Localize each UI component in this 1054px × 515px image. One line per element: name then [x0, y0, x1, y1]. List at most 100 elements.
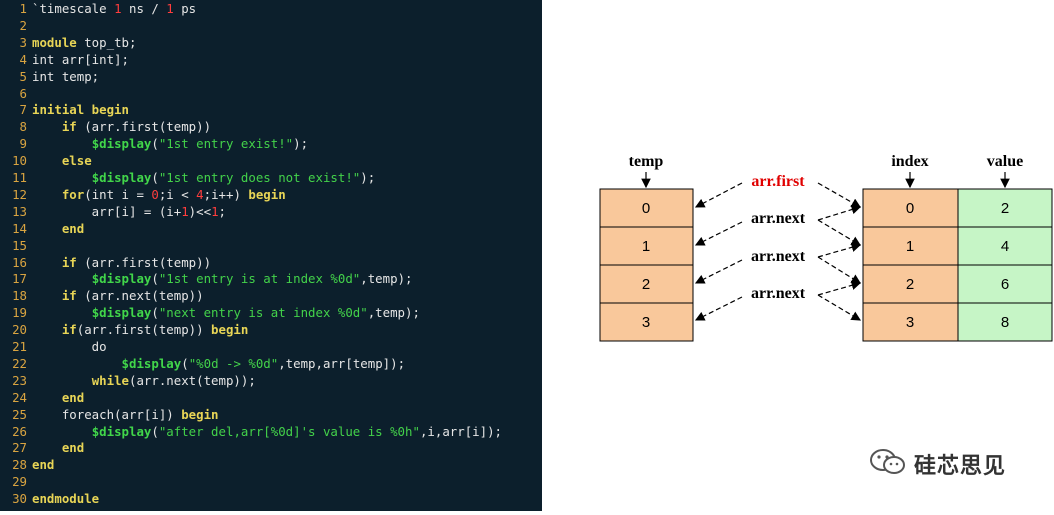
code-line[interactable]: 14 end: [0, 220, 542, 237]
code-line[interactable]: 18 if (arr.next(temp)): [0, 287, 542, 304]
code-text: int arr[int];: [32, 51, 129, 67]
value-cell-label: 6: [1001, 276, 1009, 293]
code-text: if(arr.first(temp)) begin: [61, 322, 249, 338]
line-number: 3: [19, 34, 27, 50]
code-line[interactable]: 3 module top_tb;: [0, 34, 542, 51]
temp-header: temp: [629, 153, 664, 170]
watermark-text: 硅芯思见: [914, 454, 1007, 479]
code-line[interactable]: 22 $display("%0d -> %0d",temp,arr[temp])…: [0, 355, 542, 372]
line-number: 27: [12, 440, 27, 456]
pointer-label-next: arr.next: [751, 248, 806, 265]
index-cell-label: 3: [906, 314, 914, 331]
pointer-arrow-to-temp: [694, 221, 743, 246]
value-cell-label: 8: [1001, 314, 1009, 331]
index-cell-label: 0: [906, 200, 914, 217]
line-number: 13: [12, 203, 27, 219]
line-number: 17: [12, 271, 27, 287]
pointer-arrow-to-index: [817, 219, 862, 246]
pointer-arrow-to-temp: [694, 182, 743, 208]
code-text: end: [61, 220, 85, 236]
code-line[interactable]: 10 else: [0, 152, 542, 169]
code-line[interactable]: 4 int arr[int];: [0, 51, 542, 68]
pointer-arrow-to-temp: [694, 296, 743, 321]
line-number: 2: [19, 17, 27, 33]
line-number: 25: [12, 406, 27, 422]
code-text: arr[i] = (i+1)<<1;: [32, 203, 226, 219]
code-text: module top_tb;: [32, 34, 137, 50]
code-text: else: [61, 153, 92, 169]
code-line[interactable]: 29: [0, 473, 542, 490]
temp-cell: [599, 188, 694, 228]
code-text: $display("1st entry exist!");: [91, 136, 309, 152]
value-cell: [957, 226, 1053, 266]
pointer-arrow-to-index: [817, 204, 862, 221]
code-text: initial begin: [32, 102, 129, 118]
line-number: 14: [12, 220, 27, 236]
temp-cell: [599, 226, 694, 266]
code-text: $display("1st entry is at index %0d",tem…: [91, 271, 413, 287]
code-line[interactable]: 30 endmodule: [0, 490, 542, 507]
line-number: 21: [12, 339, 27, 354]
code-line[interactable]: 1 `timescale 1 ns / 1 ps: [0, 0, 542, 17]
code-line[interactable]: 25 foreach(arr[i]) begin: [0, 406, 542, 423]
line-number: 1: [19, 1, 27, 16]
code-line[interactable]: 2: [0, 17, 542, 34]
line-number: 18: [12, 288, 27, 304]
code-text: `timescale 1 ns / 1 ps: [32, 1, 197, 16]
code-text: $display("after del,arr[%0d]'s value is …: [91, 423, 502, 439]
code-line[interactable]: 26 $display("after del,arr[%0d]'s value …: [0, 423, 542, 440]
code-line[interactable]: 6: [0, 85, 542, 102]
code-line[interactable]: 11 $display("1st entry does not exist!")…: [0, 169, 542, 186]
pointer-label-first: arr.first: [751, 173, 805, 190]
index-cell-label: 1: [906, 238, 914, 255]
line-number: 30: [12, 491, 27, 507]
code-line[interactable]: 9 $display("1st entry exist!");: [0, 135, 542, 152]
code-line[interactable]: 20 if(arr.first(temp)) begin: [0, 321, 542, 338]
code-line[interactable]: 16 if (arr.first(temp)): [0, 254, 542, 271]
line-number: 26: [12, 423, 27, 439]
pointer-arrow-to-index: [817, 256, 862, 284]
temp-cell-label: 3: [642, 314, 650, 331]
line-number: 19: [12, 305, 27, 321]
code-text: endmodule: [32, 491, 100, 507]
temp-cell-label: 1: [642, 238, 650, 255]
value-column: 2 4 6 8: [957, 188, 1053, 342]
code-line[interactable]: 17 $display("1st entry is at index %0d",…: [0, 270, 542, 287]
code-line[interactable]: 23 while(arr.next(temp));: [0, 372, 542, 389]
line-number: 6: [19, 85, 27, 101]
code-line[interactable]: 19 $display("next entry is at index %0d"…: [0, 304, 542, 321]
code-line[interactable]: 21 do: [0, 338, 542, 355]
code-line[interactable]: 12 for(int i = 0;i < 4;i++) begin: [0, 186, 542, 203]
line-number: 29: [12, 474, 27, 490]
code-text: int temp;: [32, 68, 100, 84]
code-line[interactable]: 15: [0, 237, 542, 254]
code-text: end: [61, 440, 85, 456]
code-line[interactable]: 5 int temp;: [0, 68, 542, 85]
associative-array-diagram: temp index value 0 1 2 3 0 1 2 3: [542, 0, 1054, 511]
line-number: 4: [19, 51, 27, 67]
code-text: end: [61, 389, 85, 405]
temp-cell-label: 2: [642, 276, 650, 293]
line-number: 15: [12, 237, 27, 253]
temp-cell-label: 0: [642, 200, 650, 217]
line-number: 10: [12, 153, 27, 169]
code-text: $display("1st entry does not exist!");: [91, 170, 376, 185]
code-line[interactable]: 13 arr[i] = (i+1)<<1;: [0, 203, 542, 220]
line-number: 5: [19, 68, 27, 84]
line-number: 16: [12, 254, 27, 270]
code-line[interactable]: 8 if (arr.first(temp)): [0, 118, 542, 135]
line-number: 8: [19, 119, 27, 135]
value-cell: [957, 188, 1053, 228]
pointer-arrow-to-index: [817, 294, 862, 321]
pointer-arrow-to-index: [817, 280, 862, 296]
pointer-arrow-to-index: [817, 182, 862, 208]
pointer-arrow-to-temp: [694, 259, 743, 284]
code-line[interactable]: 24 end: [0, 389, 542, 406]
pointer-label-next: arr.next: [751, 285, 806, 302]
index-cell: [862, 302, 959, 342]
code-line[interactable]: 27 end: [0, 439, 542, 456]
value-cell: [957, 302, 1053, 342]
